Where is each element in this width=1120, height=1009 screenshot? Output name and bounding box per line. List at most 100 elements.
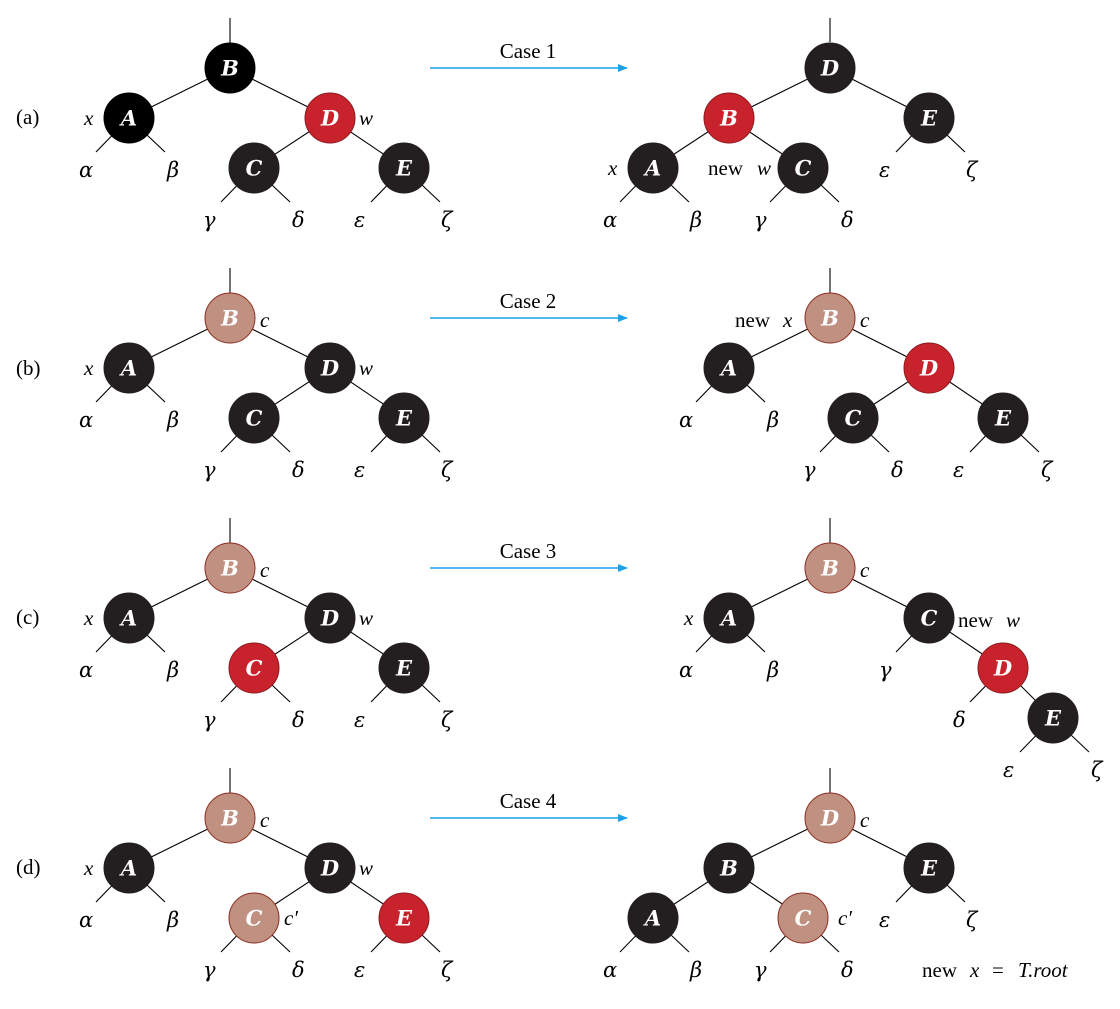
node-c: C [228, 892, 280, 944]
subtree-epsilon: ε [953, 458, 964, 482]
svg-text:E: E [920, 106, 938, 131]
subtree-gamma: γ [203, 958, 216, 982]
subtree-gamma: γ [879, 658, 892, 682]
node-b: B [703, 842, 755, 894]
svg-text:C: C [795, 906, 812, 931]
svg-text:D: D [320, 856, 340, 881]
case-label-4: Case 4 [500, 789, 557, 813]
color-c: c [860, 558, 870, 582]
color-c: c [260, 308, 270, 332]
row-b: (b) Case 2 B A D C E α β γ δ [16, 268, 1054, 482]
svg-text:C: C [246, 406, 263, 431]
pointer-new-w-prefix: new [958, 608, 994, 632]
svg-text:E: E [395, 156, 413, 181]
svg-text:E: E [1044, 706, 1062, 731]
subtree-beta: β [166, 658, 179, 682]
new-x-var: x [969, 958, 980, 982]
node-a: A [627, 892, 679, 944]
node-d: D [804, 792, 856, 844]
node-a: A [627, 142, 679, 194]
svg-text:C: C [921, 606, 938, 631]
row-label-c: (c) [16, 605, 39, 629]
node-d: D [304, 92, 356, 144]
tree-before-d: B A D C E α β γ δ ε ζ x w c c′ [79, 768, 454, 982]
svg-text:B: B [220, 806, 239, 831]
node-d: D [903, 342, 955, 394]
new-x-root-annotation: new x = T.root [922, 958, 1069, 982]
subtree-delta: δ [292, 208, 305, 232]
case-4-transition: Case 4 [430, 789, 628, 822]
subtree-alpha: α [79, 908, 93, 932]
node-e: E [903, 842, 955, 894]
subtree-delta: δ [953, 708, 966, 732]
subtree-delta: δ [841, 208, 854, 232]
svg-text:C: C [246, 656, 263, 681]
svg-text:A: A [719, 606, 737, 631]
subtree-beta: β [689, 208, 702, 232]
subtree-epsilon: ε [354, 208, 365, 232]
subtree-beta: β [166, 158, 179, 182]
node-b: B [804, 292, 856, 344]
subtree-gamma: γ [803, 458, 816, 482]
pointer-x: x [83, 106, 94, 130]
svg-text:C: C [246, 156, 263, 181]
case-label-1: Case 1 [500, 39, 557, 63]
subtree-gamma: γ [754, 208, 767, 232]
equals-sign: = [992, 958, 1004, 982]
node-d: D [304, 592, 356, 644]
pointer-x: x [83, 356, 94, 380]
svg-text:A: A [119, 606, 137, 631]
subtree-epsilon: ε [879, 908, 890, 932]
pointer-x: x [607, 156, 618, 180]
subtree-gamma: γ [203, 458, 216, 482]
row-c: (c) Case 3 B A D C E α β γ δ [16, 518, 1104, 782]
subtree-beta: β [766, 408, 779, 432]
node-b: B [204, 42, 256, 94]
svg-text:A: A [719, 356, 737, 381]
node-c: C [777, 142, 829, 194]
subtree-epsilon: ε [879, 158, 890, 182]
row-d: (d) Case 4 B A D C E α β γ δ [16, 768, 1069, 982]
color-c: c [860, 308, 870, 332]
subtree-beta: β [766, 658, 779, 682]
node-b: B [804, 542, 856, 594]
subtree-zeta: ζ [441, 958, 454, 982]
subtree-gamma: γ [203, 208, 216, 232]
node-b: B [204, 292, 256, 344]
subtree-delta: δ [891, 458, 904, 482]
case-label-2: Case 2 [500, 289, 557, 313]
svg-text:C: C [845, 406, 862, 431]
svg-text:D: D [820, 56, 840, 81]
tree-before-a: B A D C E α β γ δ ε ζ x w [79, 18, 454, 232]
color-c-prime: c′ [284, 906, 298, 930]
node-e: E [378, 892, 430, 944]
pointer-w: w [359, 356, 373, 380]
node-e: E [977, 392, 1029, 444]
subtree-alpha: α [79, 408, 93, 432]
pointer-new-x-prefix: new [735, 308, 771, 332]
svg-text:E: E [395, 406, 413, 431]
pointer-x: x [83, 856, 94, 880]
subtree-epsilon: ε [354, 958, 365, 982]
pointer-new-w-prefix: new [708, 156, 744, 180]
t-root: T.root [1018, 958, 1069, 982]
case-2-transition: Case 2 [430, 289, 628, 322]
svg-text:A: A [643, 906, 661, 931]
subtree-zeta: ζ [441, 458, 454, 482]
subtree-beta: β [689, 958, 702, 982]
subtree-gamma: γ [754, 958, 767, 982]
svg-text:E: E [920, 856, 938, 881]
pointer-w: w [359, 106, 373, 130]
node-c: C [777, 892, 829, 944]
svg-text:B: B [719, 856, 738, 881]
subtree-alpha: α [79, 658, 93, 682]
subtree-delta: δ [292, 708, 305, 732]
tree-after-c: B A C D E α β γ δ ε ζ x c new w [679, 518, 1104, 782]
node-a: A [103, 592, 155, 644]
color-c: c [860, 808, 870, 832]
svg-text:A: A [643, 156, 661, 181]
tree-after-a: D B E A C ε ζ α β γ δ x new w [603, 18, 979, 232]
svg-text:A: A [119, 106, 137, 131]
svg-text:B: B [220, 306, 239, 331]
